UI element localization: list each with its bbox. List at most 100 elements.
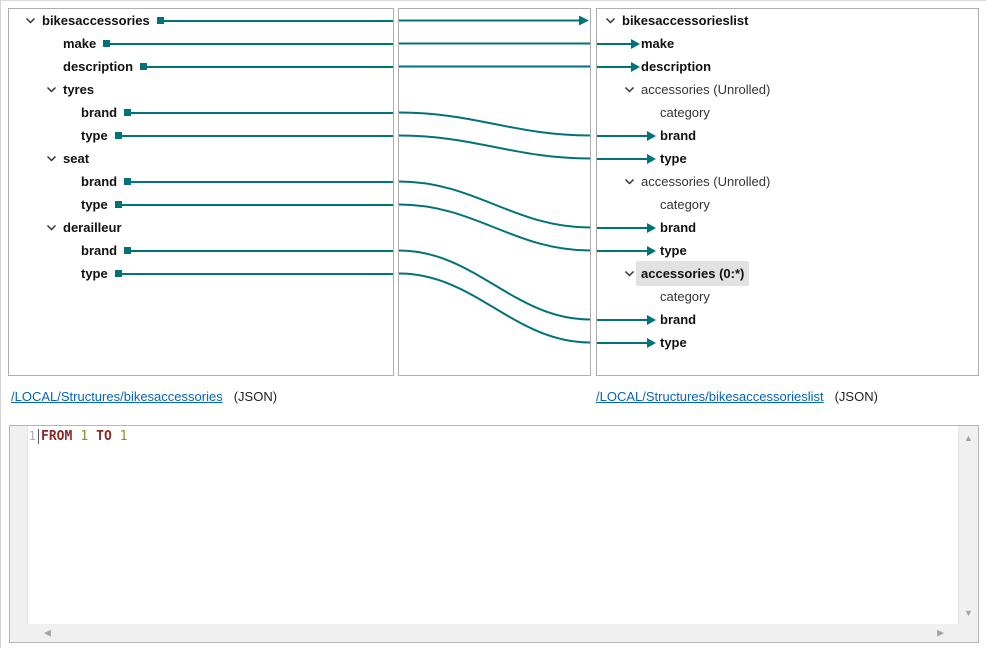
tree-node-type[interactable]: type: [9, 124, 393, 147]
tree-node-label: accessories (Unrolled): [641, 174, 771, 189]
outgoing-mapping-line: [121, 203, 393, 206]
mapping-lines-panel: [398, 8, 591, 376]
tree-node-accessories-0-[interactable]: accessories (0:*): [597, 261, 978, 286]
tree-node-brand[interactable]: brand: [597, 216, 978, 239]
tree-node-label: brand: [660, 128, 697, 143]
outgoing-mapping-line: [121, 272, 393, 275]
tree-node-type[interactable]: type: [9, 193, 393, 216]
code-token-keyword: FROM: [41, 429, 73, 444]
tree-node-label: category: [660, 105, 710, 120]
outgoing-mapping-line: [121, 134, 393, 137]
tree-node-type[interactable]: type: [597, 331, 978, 354]
editor-vertical-scrollbar[interactable]: ▲ ▼: [958, 426, 978, 624]
scroll-right-icon[interactable]: ▶: [937, 627, 944, 638]
tree-node-category[interactable]: category: [597, 193, 978, 216]
mapping-arrowhead-icon: [579, 15, 589, 26]
tree-node-category[interactable]: category: [597, 285, 978, 308]
text-caret: [38, 429, 39, 444]
scroll-left-icon[interactable]: ◀: [44, 627, 51, 638]
mapping-connection: [399, 134, 590, 160]
tree-node-description[interactable]: description: [597, 55, 978, 78]
tree-node-label: brand: [81, 174, 118, 189]
mapping-connection: [399, 249, 590, 321]
incoming-mapping-line: [597, 65, 631, 68]
tree-node-category[interactable]: category: [597, 101, 978, 124]
mapping-canvas: [399, 15, 590, 344]
tree-node-type[interactable]: type: [597, 239, 978, 262]
mapping-arrowhead-icon: [647, 314, 656, 325]
scroll-down-icon[interactable]: ▼: [964, 608, 973, 618]
tree-node-make[interactable]: make: [597, 32, 978, 55]
chevron-down-icon[interactable]: [46, 224, 57, 231]
outgoing-mapping-line: [131, 249, 393, 252]
target-format-label: (JSON): [834, 389, 878, 404]
incoming-mapping-line: [597, 341, 647, 344]
mapping-source-connector: [114, 270, 122, 277]
editor-horizontal-scrollbar[interactable]: ◀ ▶: [37, 624, 958, 642]
outgoing-mapping-line: [131, 180, 393, 183]
mapping-arrowhead-icon: [631, 61, 640, 72]
chevron-down-icon[interactable]: [46, 155, 57, 162]
tree-node-brand[interactable]: brand: [9, 170, 393, 193]
chevron-down-icon[interactable]: [624, 86, 635, 93]
source-format-label: (JSON): [233, 389, 278, 404]
outgoing-mapping-line: [131, 111, 393, 114]
mapping-arrowhead-icon: [647, 245, 656, 256]
tree-node-brand[interactable]: brand: [9, 239, 393, 262]
chevron-down-icon[interactable]: [25, 17, 36, 24]
target-structure-link[interactable]: /LOCAL/Structures/bikesaccessorieslist: [596, 389, 824, 404]
mapping-connection: [399, 111, 590, 137]
tree-node-bikesaccessories[interactable]: bikesaccessories: [9, 9, 393, 32]
tree-node-label: bikesaccessorieslist: [622, 13, 749, 28]
editor-annotation-ruler: [10, 426, 28, 624]
mapping-source-connector: [124, 178, 132, 185]
tree-node-brand[interactable]: brand: [597, 124, 978, 147]
mapping-source-connector: [156, 17, 164, 24]
tree-node-derailleur[interactable]: derailleur: [9, 216, 393, 239]
tree-node-label: type: [81, 266, 108, 281]
mapping-source-connector: [103, 40, 111, 47]
source-structure-link[interactable]: /LOCAL/Structures/bikesaccessories: [11, 389, 223, 404]
mapping-connection: [399, 272, 590, 344]
tree-node-label: type: [660, 335, 687, 350]
chevron-down-icon[interactable]: [624, 178, 635, 185]
tree-node-description[interactable]: description: [9, 55, 393, 78]
tree-node-tyres[interactable]: tyres: [9, 78, 393, 101]
tree-node-seat[interactable]: seat: [9, 147, 393, 170]
code-token-keyword: TO: [96, 429, 112, 444]
tree-node-label: tyres: [63, 82, 95, 97]
mapping-arrowhead-icon: [647, 222, 656, 233]
tree-node-label: accessories (Unrolled): [641, 82, 771, 97]
mapping-source-connector: [124, 247, 132, 254]
mapping-arrowhead-icon: [647, 130, 656, 141]
tree-node-label: type: [81, 128, 108, 143]
mapping-source-connector: [114, 201, 122, 208]
chevron-down-icon[interactable]: [605, 17, 616, 24]
tree-node-brand[interactable]: brand: [597, 308, 978, 331]
chevron-down-icon[interactable]: [624, 270, 635, 277]
mapping-arrowhead-icon: [647, 337, 656, 348]
scrollbar-corner: [958, 624, 978, 642]
resource-links-row: /LOCAL/Structures/bikesaccessories (JSON)…: [1, 389, 986, 407]
tree-node-bikesaccessorieslist[interactable]: bikesaccessorieslist: [597, 9, 978, 32]
tree-node-make[interactable]: make: [9, 32, 393, 55]
outgoing-mapping-line: [147, 65, 393, 68]
mapping-arrowhead-icon: [631, 38, 640, 49]
scroll-up-icon[interactable]: ▲: [964, 433, 973, 443]
tree-node-label: category: [660, 289, 710, 304]
chevron-down-icon[interactable]: [46, 86, 57, 93]
mapping-source-connector: [114, 132, 122, 139]
mapping-connection: [399, 180, 590, 229]
tree-node-type[interactable]: type: [597, 147, 978, 170]
tree-node-type[interactable]: type: [9, 262, 393, 285]
tree-node-brand[interactable]: brand: [9, 101, 393, 124]
mapping-arrowhead-icon: [647, 153, 656, 164]
code-token-number: 1: [119, 429, 128, 444]
tree-node-label: category: [660, 197, 710, 212]
tree-node-label: brand: [660, 220, 697, 235]
tree-node-accessories-unrolled-[interactable]: accessories (Unrolled): [597, 170, 978, 193]
mapping-connection: [399, 203, 590, 252]
tree-node-accessories-unrolled-[interactable]: accessories (Unrolled): [597, 78, 978, 101]
